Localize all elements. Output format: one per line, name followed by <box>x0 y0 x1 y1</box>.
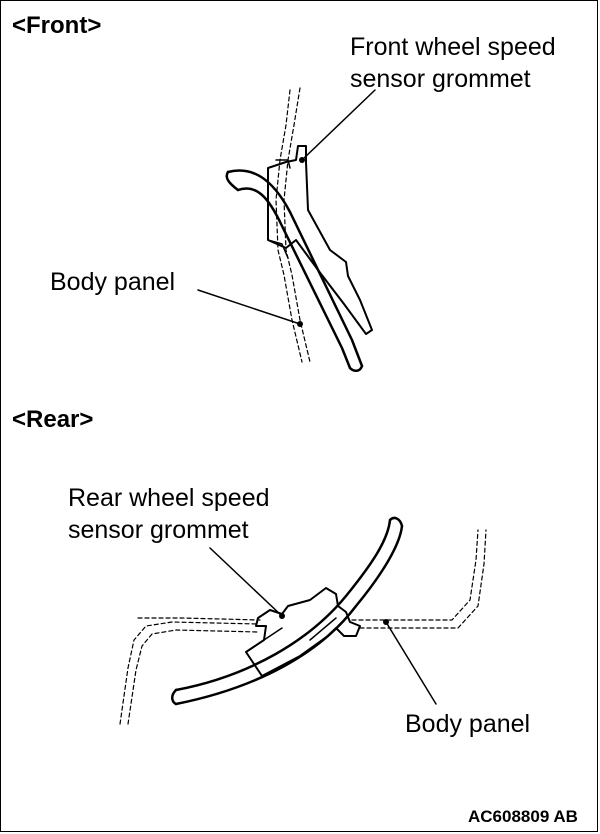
rear-body-panel-label: Body panel <box>405 710 531 738</box>
front-panel-leader-dot <box>297 321 303 327</box>
figure-code: AC608809 AB <box>468 807 578 826</box>
front-body-panel-label: Body panel <box>50 268 176 296</box>
front-grommet-label-line2: sensor grommet <box>350 65 531 93</box>
rear-grommet-label-line1: Rear wheel speed <box>68 484 270 512</box>
front-grommet <box>267 145 373 335</box>
front-grommet-label-line1: Front wheel speed <box>350 33 556 61</box>
front-body-panel <box>275 87 311 363</box>
rear-grommet-leader-dot <box>279 613 285 619</box>
rear-body-panel-right <box>351 529 487 629</box>
rear-grommet <box>245 587 361 677</box>
front-leaders <box>197 89 376 325</box>
front-section-title: <Front> <box>12 12 102 39</box>
rear-section-title: <Rear> <box>12 406 94 433</box>
rear-leaders <box>209 547 437 705</box>
rear-panel-leader-dot <box>383 619 389 625</box>
rear-grommet-label-line2: sensor grommet <box>68 516 249 544</box>
rear-body-panel-left <box>119 617 261 725</box>
front-sensor-cable <box>225 169 364 372</box>
front-grommet-leader-dot <box>299 157 305 163</box>
rear-sensor-cable <box>171 516 404 706</box>
